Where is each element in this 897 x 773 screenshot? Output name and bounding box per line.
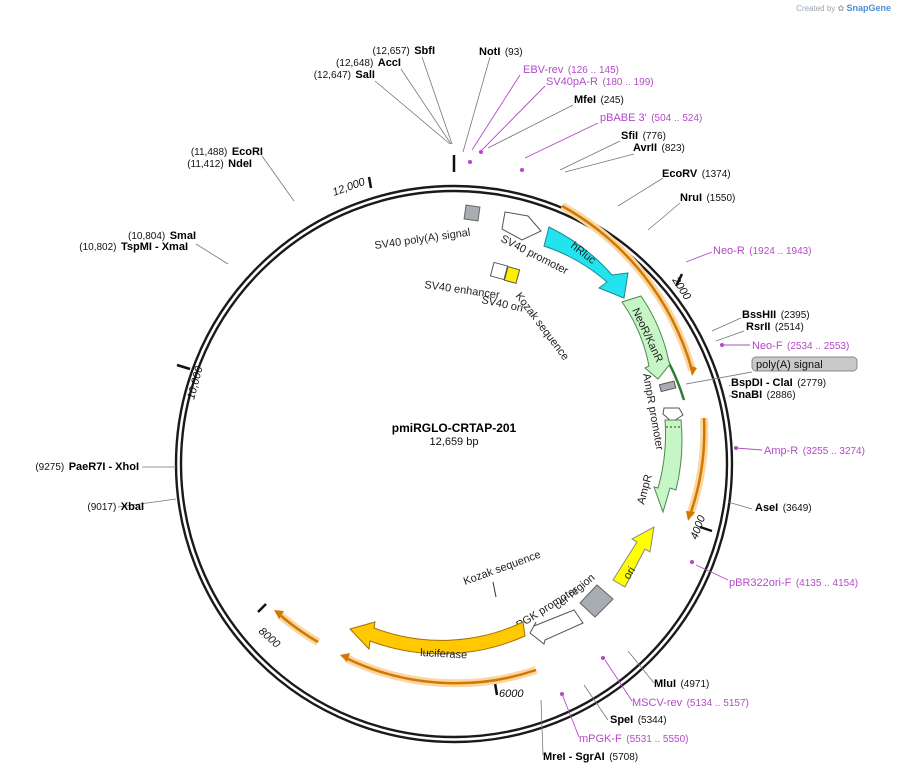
tick-label-4000: 4000 xyxy=(689,513,709,541)
site-bsshii: BssHII (2395) xyxy=(742,305,810,322)
site-sbfi: (12,657) SbfI xyxy=(373,41,435,58)
ampr-arrow xyxy=(653,419,683,514)
site-nrui: NruI (1550) xyxy=(680,188,735,205)
primer-amp-r: Amp-R (3255 .. 3274) xyxy=(764,441,865,458)
tick-6000 xyxy=(493,682,499,696)
sv40-polya-label: SV40 poly(A) signal xyxy=(374,227,471,252)
ori-arrow xyxy=(612,526,655,588)
polya-leader xyxy=(685,371,753,385)
luciferase-arrow xyxy=(349,621,526,655)
site-acci: (12,648) AccI xyxy=(336,53,401,70)
orf-arrow-small xyxy=(279,614,319,644)
tick-12000 xyxy=(367,176,373,189)
orf-arcs xyxy=(274,202,709,688)
tick-label-8000: 8000 xyxy=(256,625,283,651)
tick-marks xyxy=(176,155,713,696)
ampr-promoter-arrow xyxy=(662,407,684,423)
site-sali: (12,647) SalI xyxy=(314,65,375,82)
restriction-sites: (12,657) SbfI (12,648) AccI (12,647) Sal… xyxy=(35,41,826,764)
site-asei: AseI (3649) xyxy=(755,498,812,515)
sv40-enhancer-box xyxy=(489,261,509,281)
plasmid-length: 12,659 bp xyxy=(430,436,479,448)
ampr-label: AmpR xyxy=(635,473,655,506)
site-mlui: MluI (4971) xyxy=(654,674,709,691)
site-rsrii: RsrII (2514) xyxy=(746,317,804,334)
pgk-promoter-arrow xyxy=(529,609,584,645)
credit-brand: SnapGene xyxy=(846,3,891,13)
luciferase-label: luciferase xyxy=(420,647,468,661)
sv40-polya-box xyxy=(463,204,481,222)
tick-8000 xyxy=(257,603,267,613)
site-mfei: MfeI (245) xyxy=(574,90,624,107)
tick-4000 xyxy=(699,525,713,533)
site-paer7i-xhoi: (9275) PaeR7I - XhoI xyxy=(35,457,139,474)
sv40-promoter-arrow xyxy=(501,211,542,241)
orf-arrow-ampr xyxy=(688,417,706,516)
backbone xyxy=(174,184,734,744)
hrluc-arrow xyxy=(543,226,629,299)
site-tspmi-xmai: (10,802) TspMI - XmaI xyxy=(79,237,188,254)
polya-small-box xyxy=(658,380,677,393)
snapgene-credit: Created by ✿ SnapGene xyxy=(796,3,891,13)
sv40-ori-box xyxy=(503,266,521,284)
primer-pbabe3: pBABE 3' (504 .. 524) xyxy=(600,108,702,125)
site-ndei: (11,412) NdeI xyxy=(187,154,252,171)
polya-highlight-box xyxy=(751,356,858,372)
primers: EBV-rev (126 .. 145) SV40pA-R (180 .. 19… xyxy=(523,60,865,746)
site-snabi: SnaBI (2886) xyxy=(731,385,796,402)
site-spei: SpeI (5344) xyxy=(610,710,667,727)
polya-box-label: poly(A) signal xyxy=(756,359,823,371)
cer-region-box xyxy=(579,584,614,618)
tick-label-6000: 6000 xyxy=(499,688,524,700)
primer-neo-f: Neo-F (2534 .. 2553) xyxy=(752,336,849,353)
primer-ebv-rev: EBV-rev (126 .. 145) xyxy=(523,60,619,77)
primer-leaders xyxy=(467,74,763,738)
site-leaders xyxy=(117,56,753,756)
tick-label-12000: 12,000 xyxy=(331,176,368,199)
orf-arrow-luciferase xyxy=(345,656,537,685)
primer-mscv-rev: MSCV-rev (5134 .. 5157) xyxy=(632,693,749,710)
primer-mpgk-f: mPGK-F (5531 .. 5550) xyxy=(579,729,689,746)
snapgene-logo-icon: ✿ xyxy=(837,4,845,13)
site-xbai: (9017) XbaI xyxy=(87,497,144,514)
site-noti: NotI (93) xyxy=(479,42,523,59)
site-ecorv: EcoRV (1374) xyxy=(662,164,731,181)
site-mrei-sgrai: MreI - SgrAI (5708) xyxy=(543,747,638,764)
tick-10000 xyxy=(176,363,191,371)
plasmid-name: pmiRGLO-CRTAP-201 xyxy=(392,421,517,435)
kozak-top-label: Kozak sequence xyxy=(513,291,572,363)
orf-arrow-hrluc xyxy=(561,204,694,371)
credit-prefix: Created by xyxy=(796,4,836,13)
neor-arrow xyxy=(621,295,671,380)
primer-neo-r: Neo-R (1924 .. 1943) xyxy=(713,241,812,258)
site-sfii: SfiI (776) xyxy=(621,126,666,143)
primer-pbr322ori-f: pBR322ori-F (4135 .. 4154) xyxy=(729,573,858,590)
tick-2000 xyxy=(674,273,684,287)
kozak-bottom-label: Kozak sequence xyxy=(462,549,543,588)
site-ecori: (11,488) EcoRI xyxy=(191,142,263,159)
site-bspdi-clai: BspDI - ClaI (2779) xyxy=(731,373,826,390)
ori-label: ori xyxy=(621,565,638,582)
site-smai: (10,804) SmaI xyxy=(128,226,196,243)
site-avrii: AvrII (823) xyxy=(633,138,685,155)
primer-sv40pa-r: SV40pA-R (180 .. 199) xyxy=(546,72,654,89)
